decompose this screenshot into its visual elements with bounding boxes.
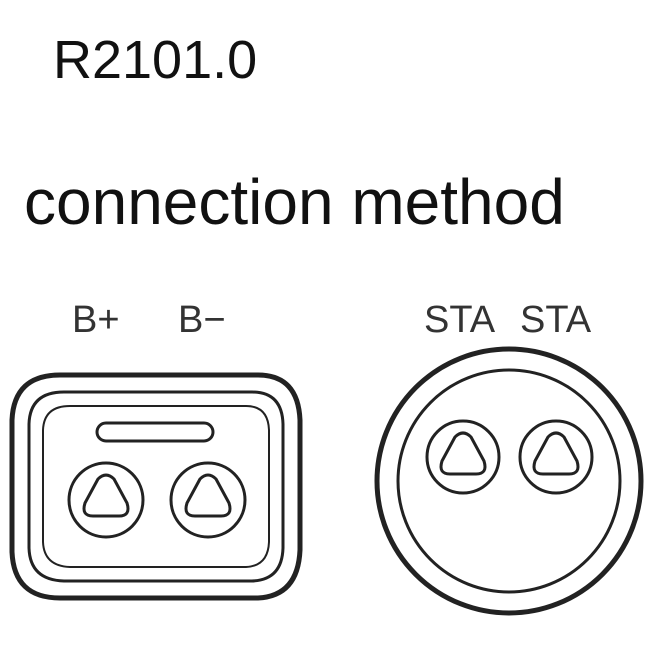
pin-socket-b-minus <box>169 461 247 539</box>
pin-label-sta-1: STA <box>424 299 496 341</box>
pin-socket-sta-1 <box>425 419 501 495</box>
model-number: R2101.0 <box>53 30 258 90</box>
locking-tab-slot <box>95 421 215 443</box>
right-connector: STA STA <box>374 299 644 616</box>
pin-label-b-minus: B− <box>178 299 226 341</box>
pin-label-sta-2: STA <box>520 299 592 341</box>
pin-b-plus-triangle-icon <box>82 473 130 518</box>
left-connector-inner-wall <box>42 405 270 568</box>
left-connector-inner-shell <box>27 390 285 583</box>
right-connector-inner-ring <box>396 368 622 594</box>
right-connector-outer-ring <box>374 346 644 616</box>
pin-sta-2-triangle-icon <box>532 431 580 476</box>
pin-socket-b-plus <box>67 461 145 539</box>
pin-b-minus-triangle-icon <box>184 473 232 518</box>
connection-method-title: connection method <box>24 166 565 238</box>
pin-socket-sta-2 <box>518 419 594 495</box>
left-connector: B+ B− <box>9 299 303 601</box>
left-connector-outer-shell <box>9 372 303 601</box>
pin-sta-1-triangle-icon <box>439 431 487 476</box>
pin-label-b-plus: B+ <box>72 299 120 341</box>
